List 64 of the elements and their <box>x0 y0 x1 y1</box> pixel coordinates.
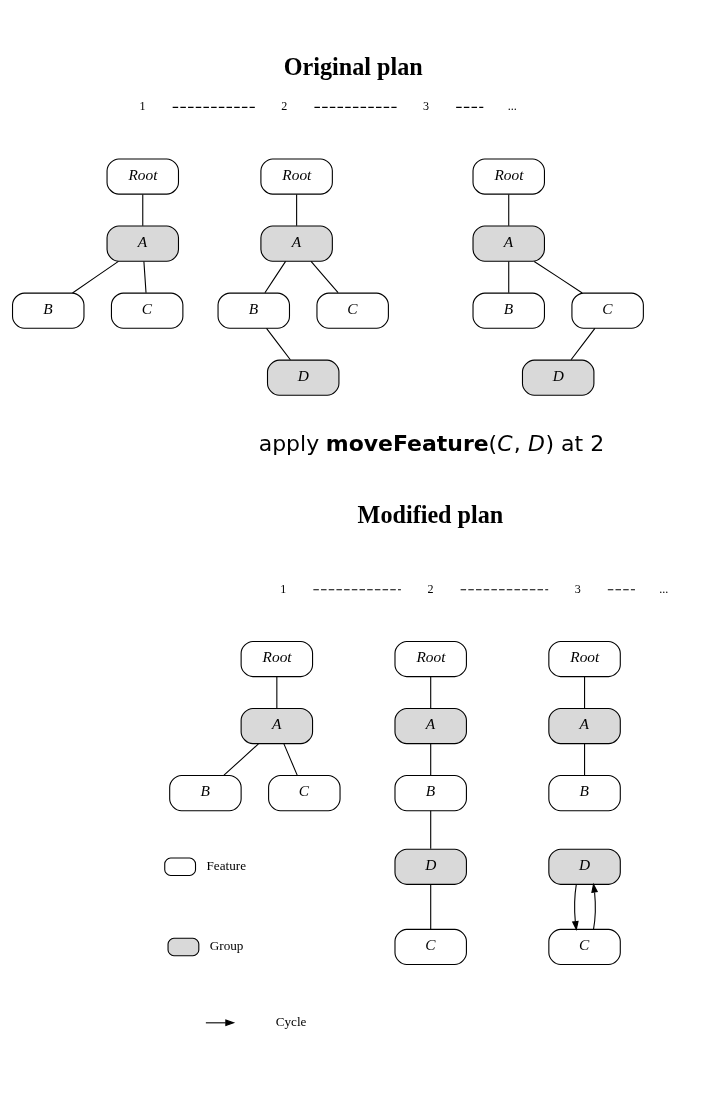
node-box: Root <box>106 157 180 195</box>
connector <box>508 260 510 293</box>
node-box: C <box>571 292 644 329</box>
legend-label: Cycle <box>275 1013 307 1029</box>
connector <box>142 193 144 226</box>
diagram-title: Original plan <box>283 52 423 80</box>
node-box: Root <box>548 640 621 677</box>
node-box: Root <box>240 640 314 677</box>
arrow <box>571 883 579 931</box>
node-box: A <box>240 707 314 744</box>
connector <box>283 742 298 776</box>
node-box: D <box>521 359 595 396</box>
node-box: C <box>316 292 389 329</box>
arrow <box>591 882 599 930</box>
connector <box>71 260 119 293</box>
label: ... <box>507 98 517 113</box>
node-box: B <box>548 774 621 811</box>
label: 1 <box>280 581 287 596</box>
connector <box>296 193 298 226</box>
node-box: Root <box>472 157 545 195</box>
connector <box>276 675 278 709</box>
node-box: A <box>106 225 180 262</box>
node-box: C <box>394 928 467 965</box>
node-box: B <box>11 292 85 329</box>
label: ... <box>659 581 669 596</box>
node-box: B <box>472 292 545 329</box>
connector <box>570 327 596 360</box>
connector <box>223 742 259 776</box>
node-box: A <box>260 225 333 262</box>
connector <box>430 675 432 709</box>
legend-label: Feature <box>206 857 247 873</box>
node-box: D <box>394 848 467 885</box>
connector <box>508 193 510 226</box>
node-box: D <box>548 848 621 885</box>
node-box: D <box>266 359 340 396</box>
label: 1 <box>139 98 146 113</box>
connector <box>430 742 432 776</box>
connector <box>310 260 339 293</box>
connector <box>264 260 287 293</box>
connector <box>430 809 432 849</box>
node-box: C <box>110 292 184 329</box>
connector <box>265 327 291 360</box>
node-box: A <box>472 225 545 262</box>
label: Modified plan <box>357 500 504 528</box>
node-box: Root <box>260 157 333 195</box>
label: apply moveFeature(C, D) at 2 <box>258 430 605 456</box>
label: 3 <box>574 581 581 596</box>
label: 2 <box>281 98 288 113</box>
legend-label: Group <box>209 937 244 953</box>
connector <box>533 260 583 293</box>
node-box: C <box>548 928 621 965</box>
node-box: A <box>394 707 467 744</box>
node-box: B <box>217 292 291 329</box>
node-box: B <box>394 774 467 811</box>
label: 2 <box>427 581 434 596</box>
node-box: B <box>169 774 242 811</box>
label: 3 <box>423 98 430 113</box>
connector <box>143 260 147 293</box>
connector <box>584 742 586 776</box>
node-box: C <box>268 774 341 811</box>
connector <box>430 883 432 930</box>
node-box: Root <box>394 640 467 677</box>
connector <box>584 675 586 709</box>
node-box: A <box>548 707 621 744</box>
